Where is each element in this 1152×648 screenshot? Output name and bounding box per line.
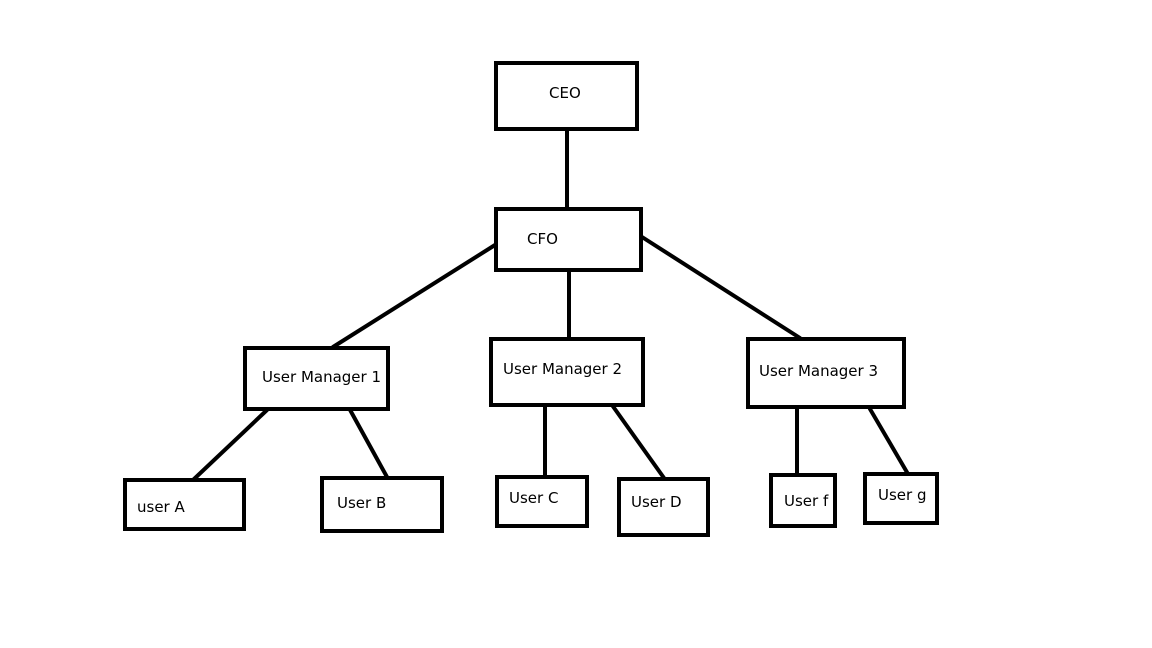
node-box [489, 337, 645, 407]
node-label-manager2: User Manager 2 [503, 360, 622, 378]
node-userD: User D [617, 477, 710, 537]
node-box [746, 337, 906, 409]
node-label-manager3: User Manager 3 [759, 362, 878, 380]
node-userG: User g [863, 472, 939, 525]
node-label-manager1: User Manager 1 [262, 368, 381, 386]
node-manager3: User Manager 3 [746, 337, 906, 409]
node-box [494, 207, 643, 272]
edge-cfo-manager3 [640, 235, 802, 340]
node-box [617, 477, 710, 537]
node-userB: User B [320, 476, 444, 533]
node-label-ceo: CEO [549, 84, 581, 102]
node-userC: User C [495, 475, 589, 528]
node-box [769, 473, 837, 528]
edge-manager1-userB [347, 406, 389, 479]
node-label-userF: User f [784, 492, 829, 510]
connectors [191, 125, 910, 482]
node-box [123, 478, 246, 531]
node-box [495, 475, 589, 528]
node-box [863, 472, 939, 525]
edge-manager3-userG [868, 407, 910, 476]
node-ceo: CEO [494, 61, 639, 131]
edge-manager2-userD [610, 403, 666, 480]
node-label-userB: User B [337, 494, 386, 512]
node-label-userD: User D [631, 493, 682, 511]
node-label-userC: User C [509, 489, 558, 507]
node-userF: User f [769, 473, 837, 528]
node-label-userA: user A [137, 498, 185, 516]
node-label-userG: User g [878, 486, 926, 504]
node-label-cfo: CFO [527, 230, 558, 248]
edge-manager1-userA [191, 408, 269, 482]
edge-cfo-manager1 [331, 243, 497, 349]
node-manager2: User Manager 2 [489, 337, 645, 407]
node-box [494, 61, 639, 131]
node-box [320, 476, 444, 533]
node-manager1: User Manager 1 [243, 346, 390, 411]
node-cfo: CFO [494, 207, 643, 272]
node-userA: user A [123, 478, 246, 531]
node-box [243, 346, 390, 411]
